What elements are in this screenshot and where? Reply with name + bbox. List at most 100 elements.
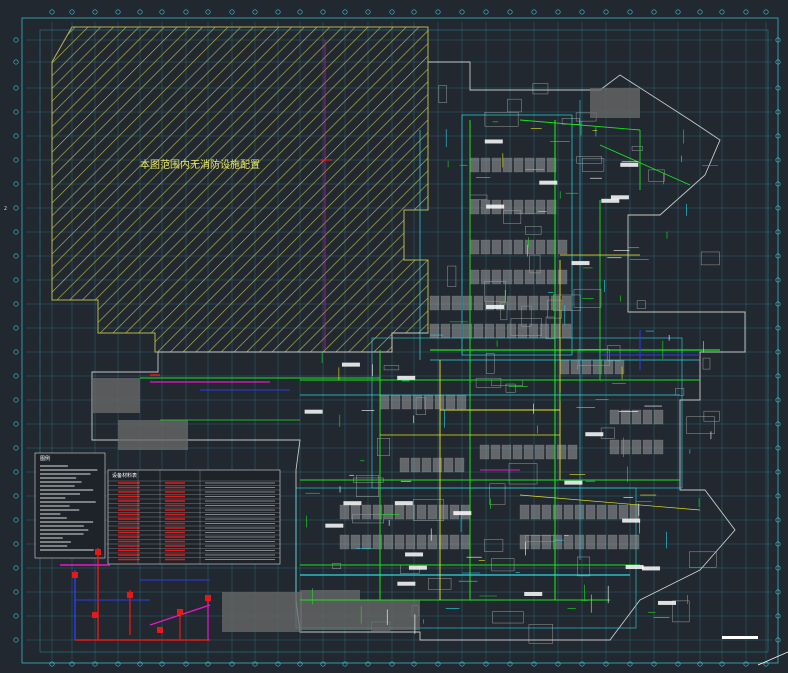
parking-stall [557, 269, 568, 285]
grid-bubble-top [297, 9, 303, 15]
grid-bubble-right [775, 637, 781, 643]
shaded-core-block [92, 378, 140, 413]
grid-bubble-left [13, 301, 19, 307]
room-partition [631, 146, 643, 151]
parking-stall [429, 295, 440, 311]
parking-stall [462, 295, 473, 311]
parking-stall [434, 394, 445, 410]
parking-stall [512, 444, 523, 460]
grid-bubble-right [775, 85, 781, 91]
grid-bubble-top [115, 9, 121, 15]
annotation-tag [658, 600, 677, 605]
grid-bubble-top [603, 9, 609, 15]
parking-stall [570, 359, 581, 375]
parking-stall [539, 323, 550, 339]
annotation-tag [571, 261, 590, 266]
parking-stall [484, 295, 495, 311]
grid-bubble-top [483, 9, 489, 15]
riser-valve [92, 612, 98, 618]
room-partition [703, 410, 720, 422]
parking-stall [513, 157, 524, 173]
grid-bubble-right [775, 613, 781, 619]
grid-bubble-left [13, 589, 19, 595]
room-partition [508, 463, 538, 485]
room-partition [447, 265, 457, 287]
parking-stall [629, 504, 640, 520]
parking-stall [502, 269, 513, 285]
parking-stall [339, 504, 350, 520]
grid-bubble-left [13, 445, 19, 451]
annotation-tag [325, 523, 344, 528]
parking-stall [653, 439, 664, 455]
grid-bubble-top [229, 9, 235, 15]
parking-stall [502, 199, 513, 215]
riser-valve [157, 627, 163, 633]
parking-stall [491, 239, 502, 255]
grid-bubble-top [49, 9, 55, 15]
grid-bubble-left [13, 565, 19, 571]
parking-stall [642, 409, 653, 425]
parking-stall [546, 199, 557, 215]
parking-stall [480, 239, 491, 255]
grid-bubble-top [137, 9, 143, 15]
grid-bubble-top [365, 9, 371, 15]
grid-bubble-left [13, 229, 19, 235]
parking-stall [528, 295, 539, 311]
parking-stall [519, 534, 530, 550]
grid-bubble-bottom [92, 661, 98, 667]
riser-valve [127, 592, 133, 598]
room-partition [503, 210, 522, 224]
parking-stall [427, 504, 438, 520]
parking-stall [524, 157, 535, 173]
parking-stall [372, 504, 383, 520]
parking-stall [506, 295, 517, 311]
shaded-core-block [222, 592, 302, 632]
shaded-core-block [590, 88, 640, 118]
parking-stall [480, 269, 491, 285]
parking-stall [416, 504, 427, 520]
grid-bubble-top [531, 9, 537, 15]
annotation-tag [610, 195, 629, 200]
pipe-network [140, 40, 720, 634]
riser-valve [205, 595, 211, 601]
parking-stall [607, 504, 618, 520]
grid-bubble-right [775, 37, 781, 43]
grid-bubble-top [507, 9, 513, 15]
room-partition [528, 624, 553, 644]
grid-bubble-left [13, 541, 19, 547]
grid-bubble-right [775, 157, 781, 163]
parking-stall [552, 504, 563, 520]
south-zone [295, 487, 637, 629]
annotation-tag [486, 304, 505, 309]
parking-stall [653, 409, 664, 425]
parking-stall [440, 295, 451, 311]
grid-bubble-bottom [365, 661, 371, 667]
grid-bubble-top [252, 9, 258, 15]
grid-bubble-bottom [627, 661, 633, 667]
grid-bubble-bottom [435, 661, 441, 667]
grid-bubble-top [69, 9, 75, 15]
parking-stall [574, 534, 585, 550]
grid-bubble-top [675, 9, 681, 15]
parking-stall [339, 534, 350, 550]
room-partition [505, 383, 516, 393]
parking-stall [596, 534, 607, 550]
room-partition [532, 83, 549, 95]
parking-stall [563, 504, 574, 520]
parking-stall [372, 534, 383, 550]
parking-stall [495, 323, 506, 339]
grid-bubble-bottom [579, 661, 585, 667]
riser-valve [72, 572, 78, 578]
parking-stall [501, 444, 512, 460]
grid-bubble-top [651, 9, 657, 15]
room-partition [672, 600, 690, 623]
legend-block: 图例 [34, 452, 106, 559]
parking-stall [603, 359, 614, 375]
grid-bubble-right [775, 589, 781, 595]
parking-stall [350, 534, 361, 550]
annotation-tag [486, 204, 505, 209]
parking-stall [416, 534, 427, 550]
parking-stall [361, 534, 372, 550]
grid-bubble-right [775, 253, 781, 259]
